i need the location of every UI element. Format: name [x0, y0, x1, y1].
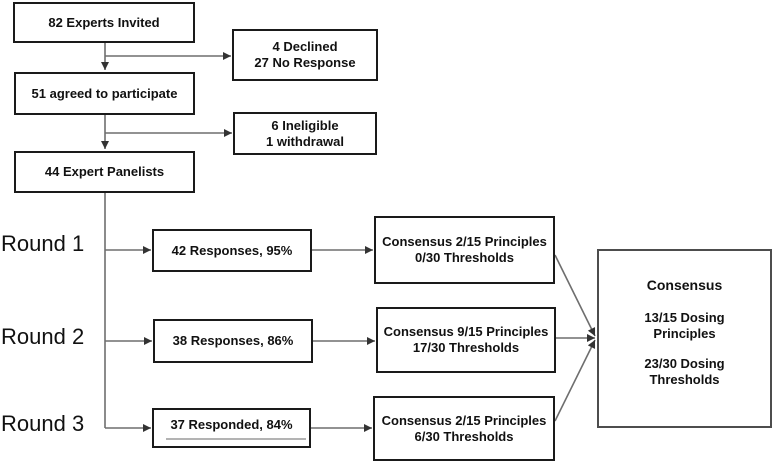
final-thresholds-line2: Thresholds: [649, 372, 720, 387]
ineligible-line2: 1 withdrawal: [265, 133, 345, 149]
round1-responses-label: 42 Responses, 95%: [171, 242, 293, 258]
final-consensus-box: Consensus 13/15 Dosing Principles 23/30 …: [597, 249, 772, 428]
final-thresholds-line1: 23/30 Dosing: [644, 356, 725, 371]
final-thresholds: 23/30 Dosing Thresholds: [644, 356, 724, 388]
round1-label: Round 1: [1, 231, 85, 256]
round2-consensus-line1: Consensus 9/15 Principles: [383, 324, 549, 339]
panelists-label: 44 Expert Panelists: [44, 164, 165, 179]
round1-consensus-box: Consensus 2/15 Principles 0/30 Threshold…: [374, 216, 555, 284]
round2-label: Round 2: [1, 324, 85, 349]
round3-label: Round 3: [1, 411, 85, 436]
declined-line1: 4 Declined: [272, 39, 338, 54]
declined-line2: 27 No Response: [254, 55, 356, 70]
agreed-label: 51 agreed to participate: [31, 85, 178, 101]
underline-decoration: [166, 438, 306, 440]
experts-invited-box: 82 Experts Invited: [13, 2, 195, 43]
ineligible-box: 6 Ineligible 1 withdrawal: [233, 112, 377, 155]
final-principles: 13/15 Dosing Principles: [644, 310, 724, 342]
panelists-box: 44 Expert Panelists: [14, 151, 195, 193]
experts-invited-label: 82 Experts Invited: [48, 14, 160, 30]
round3-responses-label: 37 Responded, 84%: [170, 417, 293, 432]
round1-consensus-line1: Consensus 2/15 Principles: [382, 234, 547, 249]
round1-responses-box: 42 Responses, 95%: [152, 229, 312, 272]
round3-consensus-line2: 6/30 Thresholds: [414, 428, 514, 444]
agreed-box: 51 agreed to participate: [14, 72, 195, 115]
round3-consensus-box: Consensus 2/15 Principles 6/30 Threshold…: [373, 396, 555, 461]
arrow-round3-to-final: [554, 339, 596, 422]
round3-responses-box: 37 Responded, 84%: [152, 408, 311, 448]
arrow-round1-to-final: [554, 254, 596, 337]
round3-consensus-line1: Consensus 2/15 Principles: [381, 412, 547, 428]
final-principles-line1: 13/15 Dosing: [644, 310, 725, 325]
round2-responses-label: 38 Responses, 86%: [172, 333, 294, 348]
round1-consensus-line2: 0/30 Thresholds: [415, 250, 514, 265]
final-principles-line2: Principles: [653, 326, 716, 341]
declined-box: 4 Declined 27 No Response: [232, 29, 378, 81]
round2-responses-box: 38 Responses, 86%: [153, 319, 313, 363]
ineligible-line1: 6 Ineligible: [271, 117, 339, 133]
final-consensus-title: Consensus: [646, 277, 723, 293]
round2-consensus-line2: 17/30 Thresholds: [412, 340, 520, 355]
round2-consensus-box: Consensus 9/15 Principles 17/30 Threshol…: [376, 307, 556, 373]
